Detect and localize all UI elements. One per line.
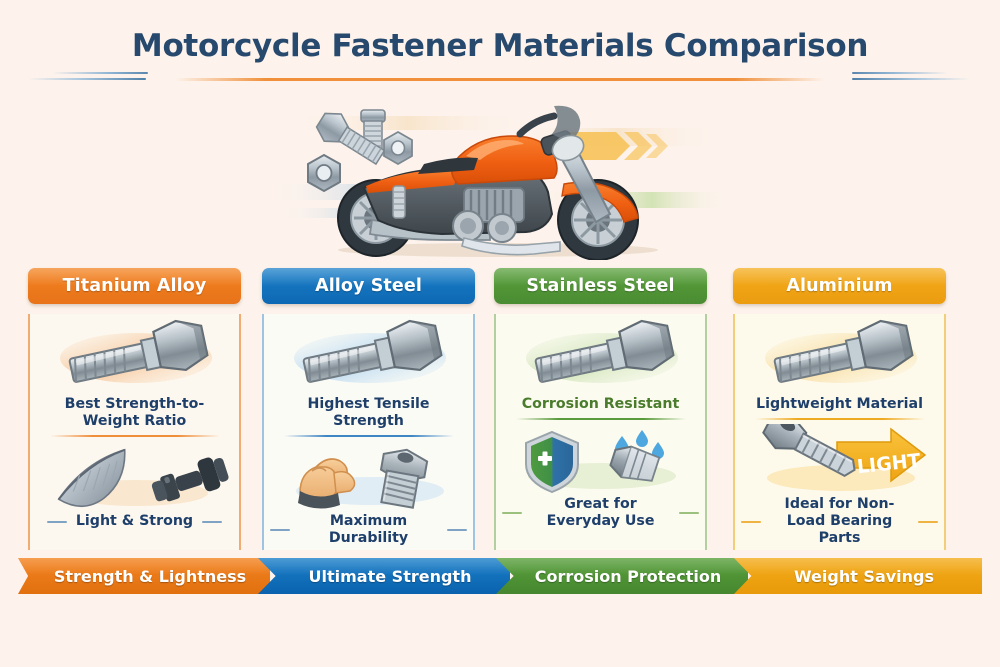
column-header-label: Aluminium (786, 276, 893, 296)
dash-right (202, 520, 223, 523)
material-column-aluminium[interactable]: Aluminium (733, 268, 946, 556)
feature-text-2: Maximum Durability (328, 513, 409, 546)
ribbon-shape (496, 558, 748, 594)
page-title: Motorcycle Fastener Materials Comparison (131, 28, 869, 64)
feather-and-dumbbell-icon (36, 441, 233, 511)
ribbon-label: Strength & Lightness (53, 566, 247, 586)
ribbon-ultimate-strength[interactable]: Ultimate Strength (258, 558, 510, 594)
materials-columns: Titanium Alloy (0, 268, 1000, 556)
column-body: Highest Tensile Strength (262, 314, 475, 550)
motorcycle-hero-illustration (268, 88, 732, 260)
dash-right (679, 512, 699, 514)
column-header-aluminium[interactable]: Aluminium (733, 268, 946, 304)
feature-text-2: Ideal for Non-Load Bearing Parts (784, 496, 895, 546)
dash-left (46, 520, 67, 523)
bolt-with-light-arrow-icon: LIGHT (741, 424, 938, 494)
feature-underline-1 (754, 418, 925, 420)
hex-bolt-icon (502, 314, 699, 396)
feature-text-1: Corrosion Resistant (521, 396, 680, 412)
feature-text-2: Light & Strong (75, 513, 194, 529)
hex-bolt-icon (270, 314, 467, 396)
ribbon-shape (18, 558, 270, 594)
feature-text-1: Best Strength-to-Weight Ratio (64, 396, 205, 429)
column-header-alloy-steel[interactable]: Alloy Steel (262, 268, 475, 304)
feature-text-1: Highest Tensile Strength (307, 396, 430, 429)
feature-text-1: Lightweight Material (756, 396, 923, 412)
feature-row-2: Ideal for Non-Load Bearing Parts (741, 496, 938, 547)
title-underline (175, 78, 825, 81)
dash-right (447, 529, 467, 531)
flexing-bicep-and-socket-bolt-icon (270, 441, 467, 511)
feature-underline-1 (283, 435, 454, 437)
dash-left (502, 512, 522, 514)
ribbon-label: Ultimate Strength (308, 566, 472, 586)
column-header-label: Titanium Alloy (62, 276, 207, 296)
dash-left (270, 529, 290, 531)
ribbon-label: Corrosion Protection (534, 566, 722, 586)
shield-water-drops-and-nut-icon (502, 424, 699, 494)
column-header-stainless-steel[interactable]: Stainless Steel (494, 268, 707, 304)
dash-right (918, 520, 938, 523)
column-body: Best Strength-to-Weight Ratio (28, 314, 241, 550)
benefit-ribbons: Strength & Lightness Ultimate Strength C… (18, 558, 982, 594)
ribbon-shape (734, 558, 982, 594)
ribbon-label: Weight Savings (793, 566, 935, 586)
feature-row-2: Great for Everyday Use (502, 496, 699, 530)
material-column-titanium-alloy[interactable]: Titanium Alloy (28, 268, 241, 556)
column-header-label: Stainless Steel (526, 276, 675, 296)
column-header-titanium-alloy[interactable]: Titanium Alloy (28, 268, 241, 304)
ribbon-shape (258, 558, 510, 594)
title-decoration-left (28, 72, 148, 90)
feature-underline-1 (515, 418, 686, 420)
ribbon-weight-savings[interactable]: Weight Savings (734, 558, 982, 594)
title-decoration-right (852, 72, 972, 90)
ribbon-strength-lightness[interactable]: Strength & Lightness (18, 558, 270, 594)
ribbon-corrosion-protection[interactable]: Corrosion Protection (496, 558, 748, 594)
feature-row-2: Light & Strong (36, 513, 233, 530)
feature-text-2: Great for Everyday Use (546, 496, 655, 529)
feature-underline-1 (49, 435, 220, 437)
material-column-alloy-steel[interactable]: Alloy Steel (262, 268, 475, 556)
column-header-label: Alloy Steel (315, 276, 422, 296)
feature-row-2: Maximum Durability (270, 513, 467, 547)
column-body: Lightweight Material (733, 314, 946, 550)
material-column-stainless-steel[interactable]: Stainless Steel (494, 268, 707, 556)
column-body: Corrosion Resistant (494, 314, 707, 550)
hex-bolt-icon (741, 314, 938, 396)
dash-left (741, 520, 761, 523)
title-zone: Motorcycle Fastener Materials Comparison (0, 28, 1000, 94)
hex-bolt-icon (36, 314, 233, 396)
